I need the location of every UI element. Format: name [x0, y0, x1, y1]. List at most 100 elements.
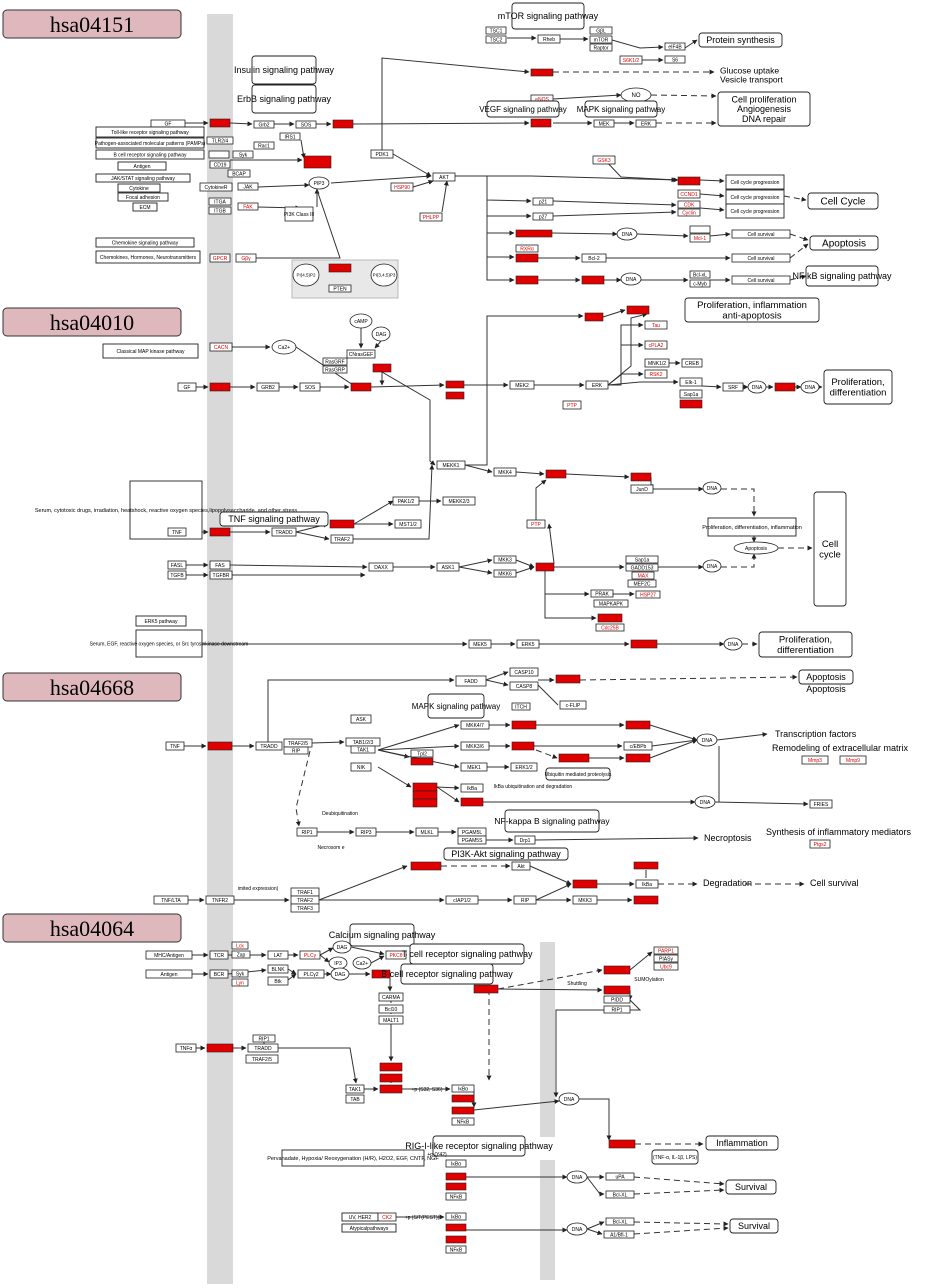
node-malt1: MALT1: [378, 1015, 404, 1025]
svg-text:Ca2+: Ca2+: [278, 345, 290, 351]
svg-text:PTEN: PTEN: [333, 286, 347, 292]
node-cd19: CD19: [209, 160, 231, 169]
svg-text:DNA: DNA: [805, 385, 816, 391]
red-gene-box: [410, 757, 434, 766]
node-mek1: MEK1: [460, 762, 488, 772]
node-bcl2: Bcl-2: [581, 253, 607, 263]
node-tab: TAB1/2/3: [345, 737, 381, 747]
node-akt: Akt: [511, 861, 531, 871]
label-limited: imited expression): [238, 886, 279, 892]
node-itgb: ITGB: [208, 206, 232, 215]
node-pip3b: PI(3,4,5)P3: [370, 263, 398, 287]
label-survival2: Survival: [729, 1218, 779, 1234]
edge: [607, 371, 644, 386]
svg-text:JAK/STAT signaling pathway: JAK/STAT signaling pathway: [111, 176, 175, 182]
svg-text:c-FLIP: c-FLIP: [566, 703, 581, 709]
edge: [603, 158, 677, 183]
svg-text:CASP10: CASP10: [514, 670, 533, 676]
node-tsc1: TSC1: [485, 26, 507, 35]
red-gene-box: [379, 1062, 403, 1072]
svg-text:Grb2: Grb2: [258, 122, 269, 128]
svg-text:MEKK2/3: MEKK2/3: [448, 499, 469, 505]
label-bcr: B cell receptor signaling pathway: [381, 963, 513, 985]
svg-text:TRADD: TRADD: [275, 530, 293, 536]
node-mek2: MEK2: [509, 380, 535, 390]
edge: [611, 39, 664, 50]
svg-text:NFκB: NFκB: [457, 1119, 470, 1125]
svg-text:RasGRP: RasGRP: [325, 367, 345, 373]
edge: [579, 674, 798, 681]
edge: [497, 987, 603, 993]
svg-text:PI(4,5)P2: PI(4,5)P2: [296, 273, 316, 278]
node-ptp: PTP: [562, 400, 582, 410]
edge: [636, 233, 689, 239]
svg-text:Transcription factors: Transcription factors: [775, 729, 857, 739]
svg-text:ECM: ECM: [139, 205, 150, 211]
edge: [649, 739, 698, 759]
label-ccprog: Cell cycle progression: [725, 203, 785, 219]
svg-text:imited expression): imited expression): [238, 886, 279, 892]
red-gene-box: [581, 275, 605, 285]
svg-text:A1/Bfl-1: A1/Bfl-1: [610, 1232, 628, 1238]
svg-text:PGAM5S: PGAM5S: [462, 838, 484, 844]
node-itga: ITGA: [208, 197, 232, 206]
edge: [701, 384, 722, 390]
label-p_s: +p (S/T(PEST)): [405, 1215, 440, 1221]
svg-text:GβL: GβL: [596, 28, 606, 34]
edge: [716, 732, 768, 741]
svg-text:SOS: SOS: [301, 122, 312, 128]
svg-text:Cell cycle progression: Cell cycle progression: [731, 195, 780, 201]
red-gene-box: [515, 253, 539, 263]
svg-text:S6K1/2: S6K1/2: [623, 58, 640, 64]
svg-text:NIK: NIK: [357, 765, 366, 771]
svg-text:MLKL: MLKL: [420, 830, 433, 836]
node-tradd: TRADD: [271, 527, 297, 537]
node-tpl2: Tpl2: [410, 749, 434, 758]
svg-text:Bcl-xL: Bcl-xL: [693, 272, 707, 278]
svg-text:IkBa ubiquitination and degrad: IkBa ubiquitination and degradation: [494, 784, 573, 790]
svg-text:c/EBPb: c/EBPb: [630, 744, 647, 750]
svg-text:Tpl2: Tpl2: [417, 751, 427, 757]
svg-text:PARP1: PARP1: [658, 948, 674, 954]
edge: [699, 193, 725, 199]
edge: [783, 195, 807, 202]
red-gene-box: [511, 720, 537, 730]
svg-text:Survival: Survival: [735, 1182, 767, 1192]
node-ask: ASK: [350, 714, 372, 724]
svg-text:HSP27: HSP27: [640, 592, 656, 598]
node-mekk23: MEKK2/3: [442, 496, 476, 506]
node-cytokiner: CytokineR: [199, 182, 233, 192]
node-zap: Zap: [231, 950, 251, 959]
node-camp: cAMP: [349, 313, 373, 329]
red-gene-box: [460, 797, 484, 807]
svg-text:RIP1: RIP1: [301, 830, 312, 836]
svg-text:RIP: RIP: [521, 898, 530, 904]
label-p_s32: +p (S32, S36): [412, 1087, 443, 1093]
svg-text:MKK6: MKK6: [498, 571, 512, 577]
svg-text:T cell receptor signaling path: T cell receptor signaling pathway: [402, 949, 533, 959]
label-ccprog: Cell cycle progression: [725, 174, 785, 190]
red-gene-box: [332, 119, 354, 129]
edge: [515, 559, 535, 568]
node-cdk: CDK: [677, 200, 701, 209]
svg-text:TRAF2/5: TRAF2/5: [288, 741, 308, 747]
label-pervanadate: Pervanadate, Hypoxia/ Reoxygenation (H/R…: [267, 1149, 439, 1167]
svg-text:FAS: FAS: [215, 563, 225, 569]
edge: [458, 558, 493, 568]
edge: [607, 379, 679, 386]
node-pip2: PI(4,5)P2: [292, 263, 320, 287]
red-gene-box: [451, 1106, 475, 1115]
label-nfkb: NF-kappa B signaling pathway: [494, 809, 610, 833]
edge: [465, 313, 584, 466]
svg-text:GPCR: GPCR: [213, 256, 228, 262]
section-header-hsa04151: hsa04151: [2, 9, 182, 39]
node-mtor2: mTOR: [589, 35, 613, 44]
label-degradation: Degradation: [703, 878, 752, 888]
edge: [552, 92, 622, 100]
node-dna: DNA: [694, 795, 716, 809]
edge: [650, 93, 717, 99]
label-bcr: B cell receptor signaling pathway: [95, 149, 205, 160]
edge: [552, 209, 677, 217]
